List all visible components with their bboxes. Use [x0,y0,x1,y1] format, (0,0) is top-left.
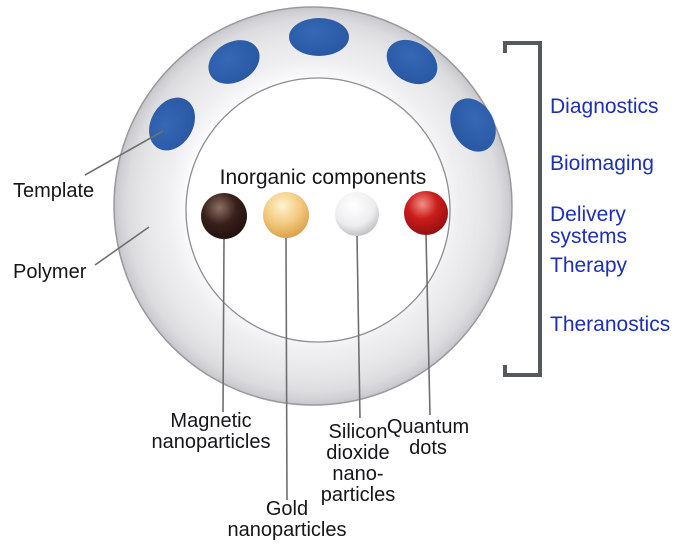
template-dot [450,98,496,152]
quantum-dots-label: Quantum dots [386,416,470,459]
template-leader-line [84,130,164,176]
inorganic-components-title: Inorganic components [219,166,427,189]
gold-nanoparticle-sphere [263,192,309,238]
polymer-leader-line [94,226,150,266]
silicon-dioxide-nanoparticles-label: Silicon dioxide nano- particles [320,421,396,506]
application-label-theranostics: Theranostics [550,313,671,336]
polymer-ring-hole [185,77,451,343]
application-label-therapy: Therapy [550,254,628,277]
gold-nanoparticles-label: Gold nanoparticles [227,498,347,541]
template-dot [208,40,260,84]
template-label: Template [13,180,95,202]
silicon-leader-line [356,235,361,419]
application-label-diagnostics: Diagnostics [550,95,659,118]
quantum-dot-sphere [404,191,448,235]
gold-leader-line [285,237,288,501]
applications-bracket [503,41,542,377]
quantum-leader-line [425,233,431,416]
template-dot [289,18,349,56]
application-label-delivery-systems: Delivery systems [550,203,628,248]
template-dot [149,97,195,151]
template-dot [386,39,438,85]
magnetic-nanoparticles-label: Magnetic nanoparticles [151,410,271,453]
magnetic-nanoparticle-sphere [201,193,247,239]
magnetic-leader-line [222,237,225,413]
silicon-dioxide-nanoparticle-sphere [335,192,379,236]
application-label-bioimaging: Bioimaging [550,152,654,175]
polymer-label: Polymer [13,261,87,283]
